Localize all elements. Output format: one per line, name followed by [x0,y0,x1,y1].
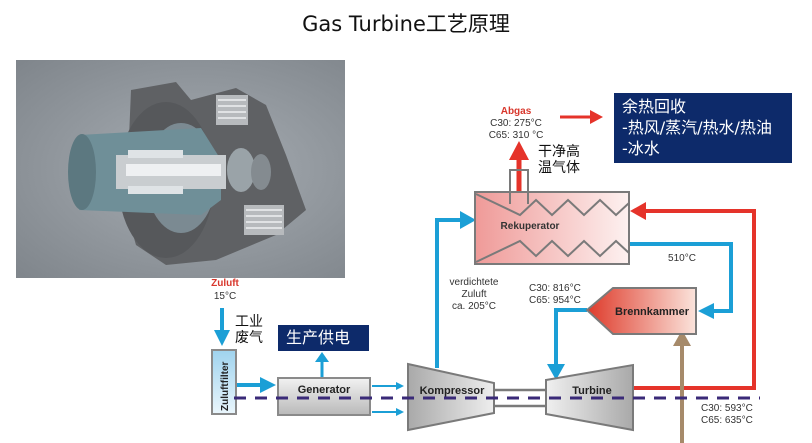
turbine-exhaust-line [630,202,756,390]
intake-temp: 15°C [214,291,236,302]
recuperator-out-temp: 510°C [668,253,696,264]
combustor-to-turbine-line [547,308,587,380]
intake-filter: Zuluftfilter [211,349,237,415]
intake-arrow [214,308,230,346]
combustor-out-c30: C30: 816°C [529,283,581,294]
exhaust-name: Abgas [501,106,532,117]
combustor-label: Brennkammer [615,306,690,318]
intake-name: Zuluft [211,278,239,289]
heat-recovery-title: 余热回收 [622,97,687,116]
turbine-out-c65: C65: 635°C [701,415,753,426]
compressor-label: Kompressor [420,385,486,397]
page-title: Gas Turbine工艺原理 [302,12,510,36]
compressed-air-line3: ca. 205°C [452,301,496,312]
exhaust-note-line2: 温气体 [538,160,580,176]
recuperator-label: Rekuperator [501,221,560,232]
shaft-coupling [490,388,548,408]
intake-note-line2: 废气 [235,330,263,346]
turbine-label: Turbine [572,385,612,397]
heat-recovery-arrow [560,110,603,124]
recuperator-to-combustor-line [630,242,733,319]
combustor: Brennkammer [585,287,697,335]
power-output-arrow [315,352,329,378]
generator-to-compressor-arrows [372,382,404,416]
heat-recovery-box: 余热回收 -热风/蒸汽/热水/热油 -冰水 [614,93,792,163]
recuperator-outlet [509,169,529,204]
heat-recovery-item: -冰水 [622,139,660,158]
intake-note: 工业 废气 [235,314,263,346]
heat-recovery-item: -热风/蒸汽/热水/热油 [622,118,772,137]
power-supply-box: 生产供电 [278,325,369,351]
fuel-supply-arrow [673,330,691,443]
combustor-out-c65: C65: 954°C [529,295,581,306]
compressed-air-line [435,211,476,368]
compressed-air-line1: verdichtete [450,277,499,288]
exhaust-note: 干净高 温气体 [538,144,580,176]
intake-note-line1: 工业 [235,314,263,330]
filter-label: Zuluftfilter [220,361,231,411]
filter-to-generator-arrow [236,377,276,393]
turbine-out-c30: C30: 593°C [701,403,753,414]
exhaust-note-line1: 干净高 [538,144,580,160]
turbine-cutaway-image [16,60,345,278]
recuperator: Rekuperator [474,191,630,265]
exhaust-c65: C65: 310 °C [489,130,544,141]
compressed-air-line2: Zuluft [461,289,486,300]
turbine-cutaway-illustration [68,82,306,265]
exhaust-c30: C30: 275°C [490,118,542,129]
generator-label: Generator [298,384,351,396]
turbine: Turbine [545,363,634,432]
